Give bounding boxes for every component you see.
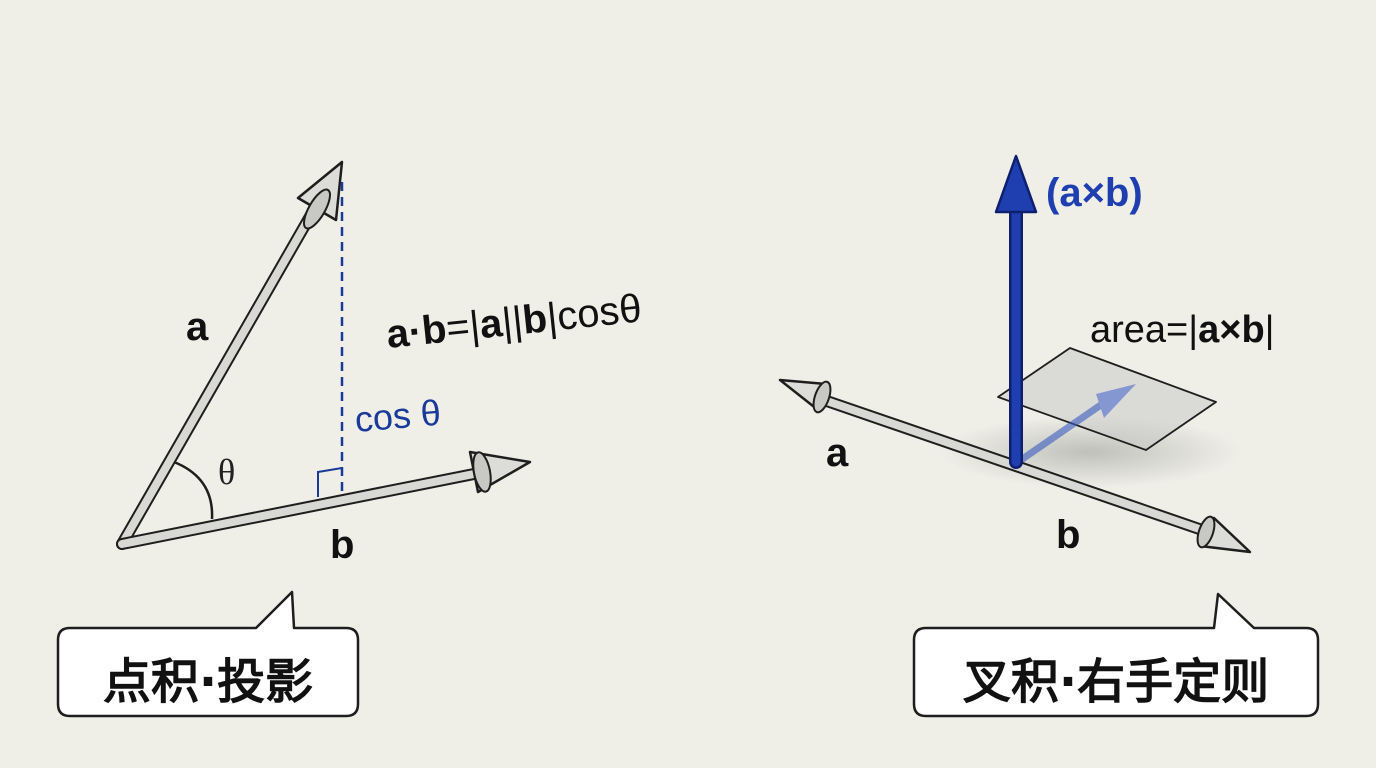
cross-product-label: (a×b)	[1046, 171, 1143, 215]
cross-product-arrow	[994, 154, 1038, 469]
angle-arc	[173, 460, 214, 520]
right-angle-marker	[317, 467, 343, 497]
cross-vector-b-label: b	[1056, 513, 1080, 557]
faint-direction-arrow	[1014, 384, 1136, 466]
vector-a-arrow	[116, 160, 344, 550]
dot-product-panel: a b θ cos θ a·b=|a||b|cosθ	[116, 160, 644, 567]
cross-product-panel: a b (a×b) area=|a×b|	[778, 154, 1275, 557]
vector-b-label: b	[330, 523, 354, 567]
dot-product-formula: a·b=|a||b|cosθ	[384, 286, 643, 357]
area-formula: area=|a×b|	[1090, 309, 1275, 351]
cross-product-caption: 叉积·右手定则	[962, 654, 1270, 710]
vector-a-label: a	[186, 305, 209, 349]
dot-product-callout-bubble	[56, 590, 360, 718]
projection-label: cos θ	[353, 392, 442, 440]
dot-product-caption: 点积·投影	[102, 654, 314, 710]
cross-product-callout-bubble	[912, 592, 1320, 718]
vector-b-arrow	[116, 450, 532, 550]
cross-vector-a-label: a	[826, 431, 849, 475]
angle-label: θ	[218, 452, 235, 492]
